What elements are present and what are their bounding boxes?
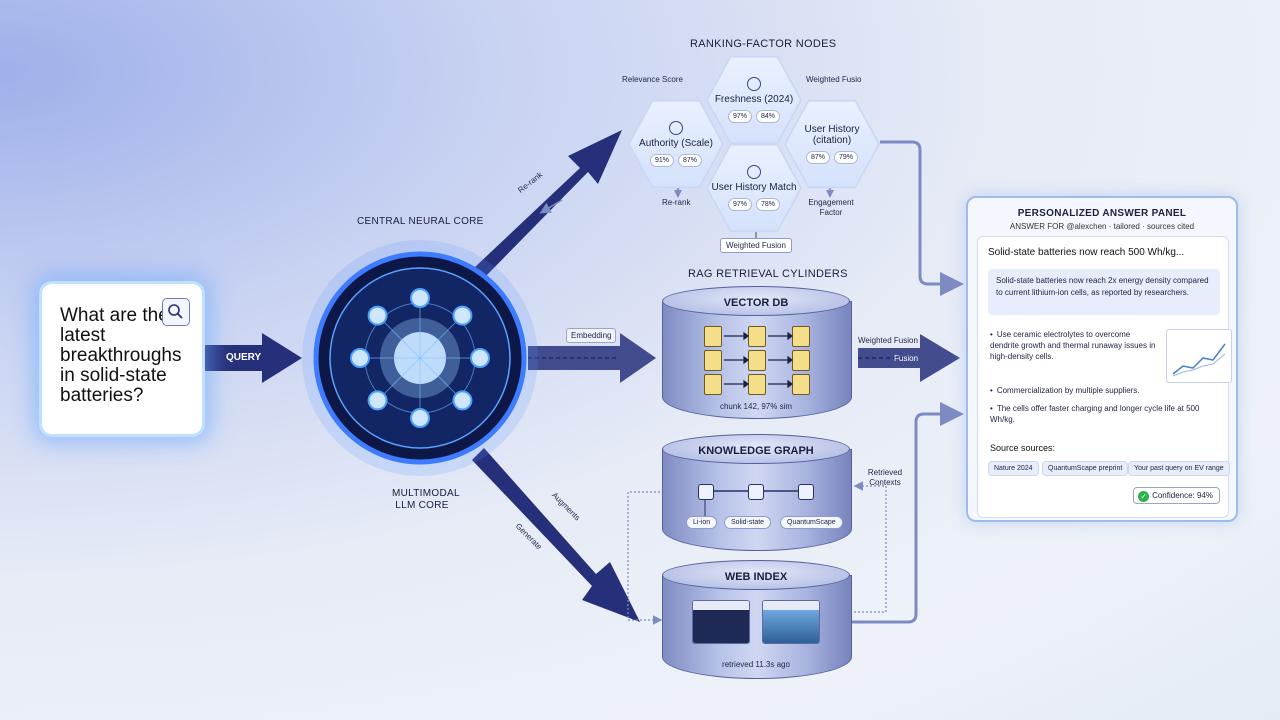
kg-label-quantumscape: QuantumScape [780, 516, 843, 529]
ranking-to-panel-line [880, 140, 964, 296]
answer-summary: Solid-state batteries now reach 2x energ… [988, 269, 1220, 315]
kg-edges [704, 490, 798, 516]
augment-arrow [472, 448, 640, 622]
core-nodes [350, 288, 490, 428]
weighted-fusion-edge-label: Weighted Fusion [858, 336, 918, 345]
fusion-edge-label: Fusion [894, 354, 919, 363]
kg-label-li-ion: Li-ion [686, 516, 718, 529]
weighted-label: Weighted Fusio [806, 75, 862, 84]
engagement-label: Engagement Factor [808, 198, 854, 217]
weighted-fusion-box: Weighted Fusion [720, 238, 792, 253]
kg-node [798, 484, 814, 500]
panel-subtitle: ANSWER FOR @alexchen · tailored · source… [1009, 222, 1195, 231]
relevance-label: Relevance Score [622, 75, 683, 84]
core-spoke [377, 357, 421, 401]
kg-node [698, 484, 714, 500]
document-icon [792, 326, 810, 347]
kg-label-solid-state: Solid-state [724, 516, 772, 529]
fusion-arrow [858, 334, 960, 382]
clock-icon [747, 77, 761, 91]
answer-bullet: The cells offer faster charging and long… [990, 403, 1218, 425]
mini-line-chart [1166, 329, 1232, 383]
document-icon [748, 326, 766, 347]
vector-arrows [724, 331, 793, 389]
document-icon [704, 374, 722, 395]
hex-node-freshness[interactable]: Freshness (2024) 97%84% [706, 55, 802, 145]
document-icon [792, 374, 810, 395]
answer-bullet: Commercialization by multiple suppliers. [990, 385, 1160, 396]
document-icon [748, 350, 766, 371]
core-node [367, 390, 388, 411]
source-pill[interactable]: QuantumScape preprint [1042, 461, 1129, 476]
query-edge-label: QUERY [226, 352, 262, 363]
search-button[interactable] [162, 298, 190, 326]
core-node [367, 305, 388, 326]
rerank-arrow [474, 130, 622, 278]
answer-bullet: Use ceramic electrolytes to overcome den… [990, 329, 1160, 362]
core-node [470, 348, 490, 368]
core-node [350, 348, 370, 368]
document-icon [748, 374, 766, 395]
ranking-title: RANKING-FACTOR NODES [690, 38, 837, 50]
document-icon [792, 350, 810, 371]
web-thumbnail [762, 600, 820, 644]
document-icon [704, 350, 722, 371]
rerank-label: Re-rank [662, 198, 691, 207]
vector-db-title: VECTOR DB [723, 297, 789, 309]
sources-label: Source sources: [990, 443, 1056, 453]
core-node [410, 288, 430, 308]
shield-icon [669, 121, 683, 135]
retrieved-contexts-line [850, 481, 887, 613]
web-to-panel-line [850, 402, 964, 624]
source-pill[interactable]: Nature 2024 [988, 461, 1039, 476]
web-index-title: WEB INDEX [724, 571, 788, 583]
core-spoke [377, 315, 421, 359]
embedding-edge-label: Embedding [566, 328, 617, 343]
cylinder-web-index[interactable]: WEB INDEX retrieved 11.3s ago [662, 560, 852, 679]
cylinder-vector-db[interactable]: VECTOR DB chunk 142, 97% sim [662, 286, 852, 419]
confidence-badge: ✓ Confidence: 94% [1133, 487, 1220, 504]
core-bottom-label: MULTIMODAL LLM CORE [392, 488, 460, 511]
web-index-caption: retrieved 11.3s ago [722, 660, 790, 669]
core-spoke [419, 315, 463, 359]
core-node [452, 390, 473, 411]
answer-headline: Solid-state batteries now reach 500 Wh/k… [988, 247, 1185, 258]
source-pill[interactable]: Your past query on EV range [1128, 461, 1230, 476]
kg-web-dotted-line [627, 491, 663, 625]
cylinder-knowledge-graph[interactable]: KNOWLEDGE GRAPH Li-ion Solid-state Quant… [662, 434, 852, 551]
answer-panel: PERSONALIZED ANSWER PANEL ANSWER FOR @al… [966, 196, 1238, 522]
vector-db-caption: chunk 142, 97% sim [719, 402, 793, 411]
core-spoke [419, 357, 463, 401]
rag-title: RAG RETRIEVAL CYLINDERS [688, 268, 848, 280]
check-icon: ✓ [1138, 491, 1150, 502]
core-node [452, 305, 473, 326]
panel-title: PERSONALIZED ANSWER PANEL [1017, 208, 1187, 219]
search-icon [168, 304, 183, 319]
kg-title: KNOWLEDGE GRAPH [698, 445, 814, 457]
retrieved-contexts-label: Retrieved Contexts [867, 468, 903, 487]
kg-node [748, 484, 764, 500]
query-text: What are the latest breakthroughs in sol… [60, 305, 182, 406]
core-top-label: CENTRAL NEURAL CORE [357, 216, 484, 227]
web-thumbnail [692, 600, 750, 644]
embedding-arrow [528, 333, 656, 383]
answer-card: Solid-state batteries now reach 500 Wh/k… [977, 236, 1232, 518]
document-icon [704, 326, 722, 347]
query-card[interactable]: What are the latest breakthroughs in sol… [42, 284, 202, 434]
trend-icon [747, 165, 761, 179]
query-arrow [202, 333, 302, 383]
core-node [410, 408, 430, 428]
